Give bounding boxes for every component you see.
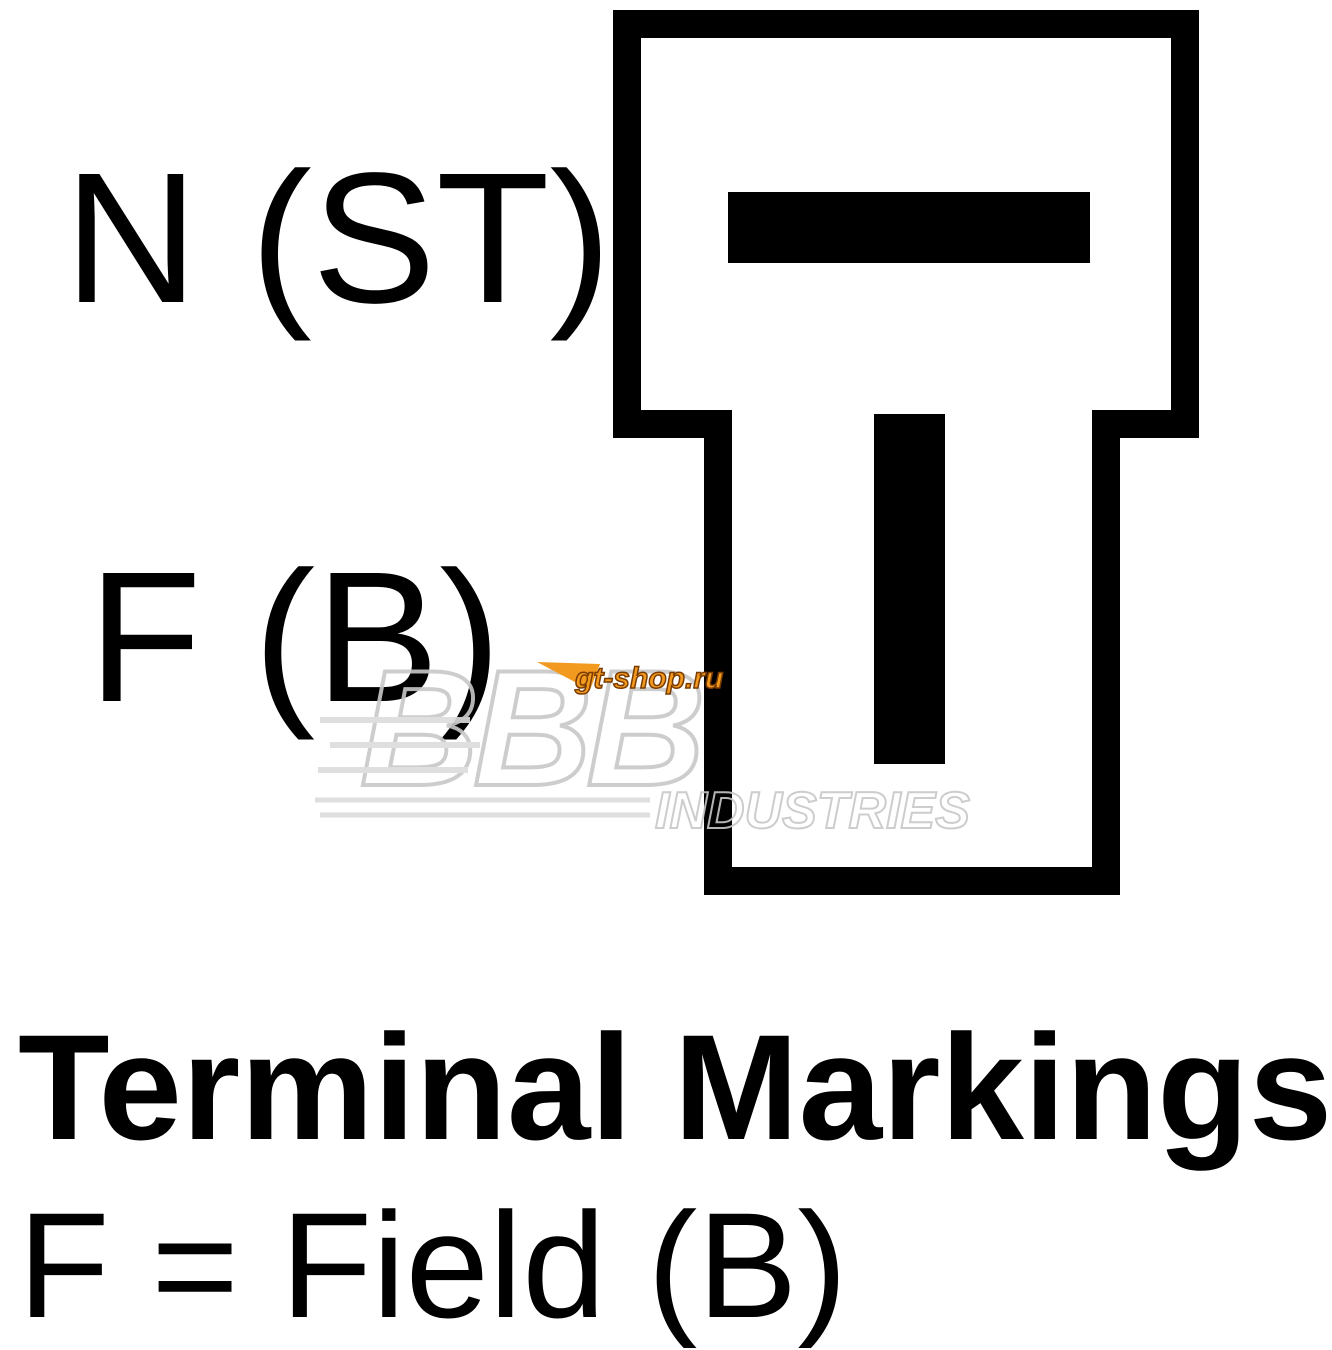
terminal-blade-f bbox=[874, 414, 945, 764]
legend-heading: Terminal Markings bbox=[18, 1003, 1332, 1171]
terminal-label-n: N (ST) bbox=[64, 135, 612, 342]
terminal-label-f: F (B) bbox=[88, 534, 502, 741]
legend-line-field: F = Field (B) bbox=[18, 1181, 848, 1349]
connector-housing bbox=[613, 10, 1199, 895]
terminal-blade-n bbox=[728, 192, 1090, 263]
